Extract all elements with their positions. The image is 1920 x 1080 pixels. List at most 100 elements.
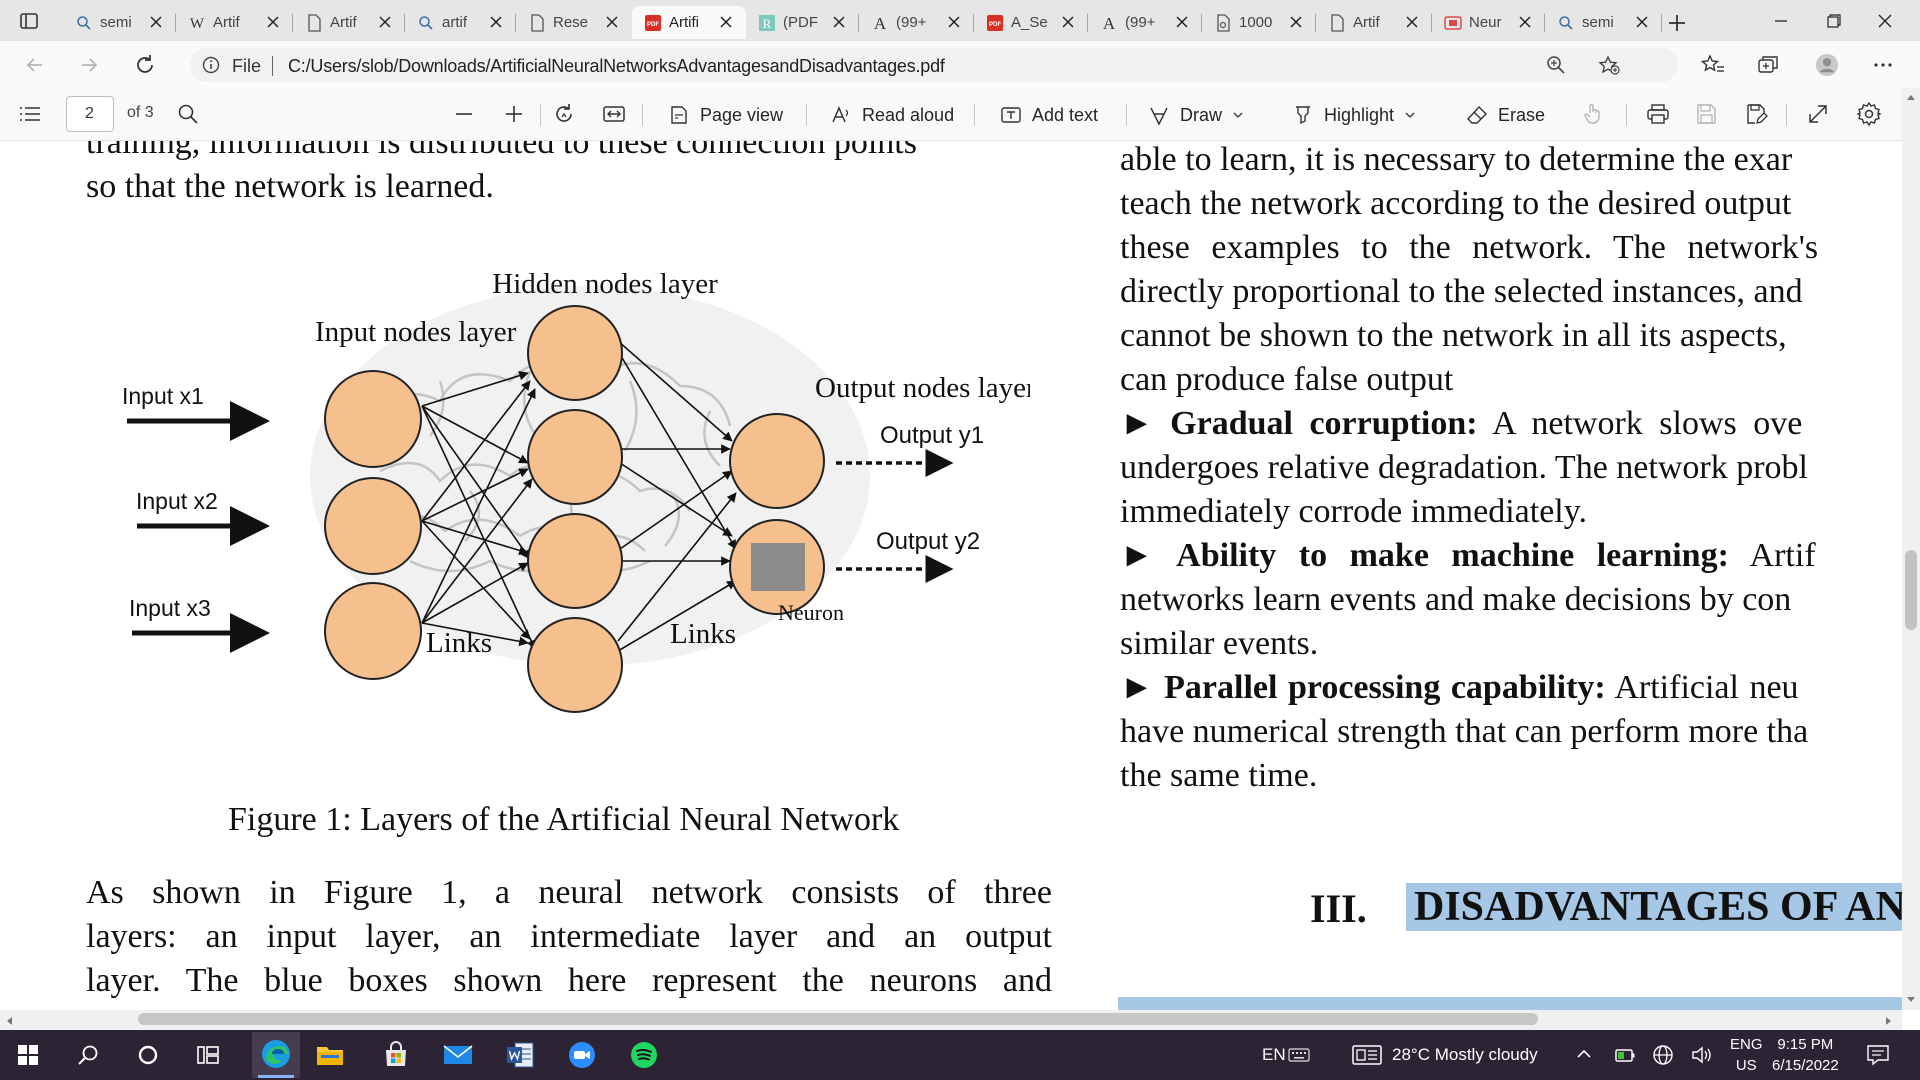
notifications-icon[interactable] — [1866, 1044, 1890, 1066]
browser-tab[interactable]: semi — [63, 6, 176, 39]
scroll-right-icon[interactable] — [1884, 1015, 1894, 1027]
more-options-icon[interactable] — [1870, 53, 1896, 77]
language-indicator[interactable]: ENG US — [1730, 1034, 1763, 1076]
info-icon[interactable] — [202, 56, 220, 74]
zoom-out-button[interactable] — [452, 102, 476, 126]
close-tab-icon[interactable] — [266, 15, 280, 29]
horizontal-scroll-thumb[interactable] — [138, 1013, 1538, 1025]
add-favorite-icon[interactable] — [1598, 55, 1620, 75]
save-icon[interactable] — [1694, 102, 1718, 126]
browser-tab[interactable]: Neur — [1432, 6, 1545, 39]
close-window-button[interactable] — [1862, 6, 1908, 36]
zoom-in-button[interactable] — [502, 102, 526, 126]
close-tab-icon[interactable] — [1405, 15, 1419, 29]
cortana-button[interactable] — [130, 1038, 166, 1072]
close-tab-icon[interactable] — [832, 15, 846, 29]
fit-to-width-icon[interactable] — [602, 102, 626, 126]
browser-tab[interactable]: Artif — [293, 6, 405, 39]
keyboard-icon[interactable] — [1288, 1047, 1310, 1063]
collections-icon[interactable] — [1756, 53, 1782, 77]
browser-tab[interactable]: Artif — [1316, 6, 1432, 39]
touch-write-icon[interactable] — [1582, 102, 1604, 126]
minimize-button[interactable] — [1758, 6, 1804, 36]
volume-icon[interactable] — [1690, 1044, 1714, 1066]
word-button[interactable] — [502, 1038, 538, 1072]
table-of-contents-icon[interactable] — [18, 104, 42, 124]
tab-actions-icon[interactable] — [18, 10, 40, 32]
url-text[interactable]: C:/Users/slob/Downloads/ArtificialNeural… — [288, 56, 945, 76]
file-explorer-button[interactable] — [312, 1038, 348, 1072]
zoom-meetings-button[interactable] — [564, 1038, 600, 1072]
close-tab-icon[interactable] — [1175, 15, 1189, 29]
hidden-output-links — [617, 340, 737, 652]
refresh-button[interactable] — [130, 50, 160, 80]
print-icon[interactable] — [1646, 102, 1670, 126]
settings-icon[interactable] — [1856, 101, 1882, 127]
close-tab-icon[interactable] — [605, 15, 619, 29]
browser-tab[interactable]: R(PDF — [746, 6, 859, 39]
browser-tab[interactable]: Rese — [516, 6, 632, 39]
spotify-button[interactable] — [626, 1038, 662, 1072]
close-tab-icon[interactable] — [1061, 15, 1075, 29]
store-button[interactable] — [378, 1038, 414, 1072]
weather-label[interactable]: 28°C Mostly cloudy — [1392, 1045, 1538, 1064]
browser-tab[interactable]: A(99+ — [1088, 6, 1202, 39]
restore-button[interactable] — [1810, 6, 1856, 36]
address-field[interactable]: File C:/Users/slob/Downloads/ArtificialN… — [190, 48, 1678, 82]
back-button[interactable] — [20, 50, 50, 80]
system-clock[interactable]: 9:15 PM 6/15/2022 — [1772, 1034, 1839, 1076]
favorites-icon[interactable] — [1700, 53, 1726, 77]
news-weather-icon[interactable] — [1352, 1045, 1382, 1065]
browser-tab[interactable]: semi — [1545, 6, 1662, 39]
add-text-button[interactable]: Add text — [1000, 102, 1098, 128]
tab-title: A_Se — [1011, 14, 1048, 31]
folder-icon — [317, 1047, 343, 1065]
scroll-up-icon[interactable] — [1905, 92, 1917, 102]
task-view-button[interactable] — [190, 1038, 226, 1072]
search-button[interactable] — [70, 1038, 106, 1072]
chevron-down-icon[interactable] — [1404, 109, 1416, 121]
draw-button[interactable]: Draw — [1148, 102, 1244, 128]
mail-button[interactable] — [440, 1038, 476, 1072]
rotate-icon[interactable] — [552, 102, 576, 126]
scroll-down-icon[interactable] — [1905, 995, 1917, 1005]
input-method-label[interactable]: EN — [1262, 1045, 1286, 1064]
save-as-icon[interactable] — [1744, 102, 1768, 126]
start-button[interactable] — [10, 1038, 46, 1072]
pdf-document-view[interactable]: training, information is distributed to … — [0, 141, 1902, 1010]
chevron-up-icon[interactable] — [1576, 1047, 1592, 1061]
profile-avatar[interactable] — [1814, 53, 1840, 77]
vertical-scrollbar[interactable] — [1902, 88, 1920, 1010]
forward-button[interactable] — [74, 50, 104, 80]
browser-tab[interactable]: artif — [405, 6, 516, 39]
academia-icon: A — [1100, 14, 1118, 32]
vertical-scroll-thumb[interactable] — [1905, 550, 1917, 630]
network-globe-icon[interactable] — [1652, 1044, 1674, 1066]
close-tab-icon[interactable] — [378, 15, 392, 29]
close-tab-icon[interactable] — [947, 15, 961, 29]
close-tab-icon[interactable] — [1518, 15, 1532, 29]
close-tab-icon[interactable] — [719, 15, 733, 29]
fullscreen-icon[interactable] — [1806, 102, 1830, 126]
zoom-icon[interactable] — [1546, 55, 1566, 75]
read-aloud-button[interactable]: Read aloud — [830, 102, 954, 128]
browser-tab[interactable]: A(99+ — [859, 6, 974, 39]
close-tab-icon[interactable] — [1289, 15, 1303, 29]
close-tab-icon[interactable] — [149, 15, 163, 29]
highlight-button[interactable]: Highlight — [1292, 102, 1416, 128]
chevron-down-icon[interactable] — [1232, 109, 1244, 121]
battery-icon[interactable] — [1614, 1045, 1638, 1065]
find-icon[interactable] — [176, 102, 200, 126]
close-tab-icon[interactable] — [1635, 15, 1649, 29]
scroll-left-icon[interactable] — [4, 1015, 14, 1027]
page-view-button[interactable]: Page view — [668, 102, 783, 128]
page-number-input[interactable]: 2 — [66, 96, 114, 132]
new-tab-button[interactable] — [1662, 8, 1692, 38]
edge-taskbar-button[interactable] — [252, 1032, 300, 1078]
close-tab-icon[interactable] — [489, 15, 503, 29]
browser-tab[interactable]: 1000 — [1202, 6, 1316, 39]
erase-button[interactable]: Erase — [1466, 102, 1545, 128]
